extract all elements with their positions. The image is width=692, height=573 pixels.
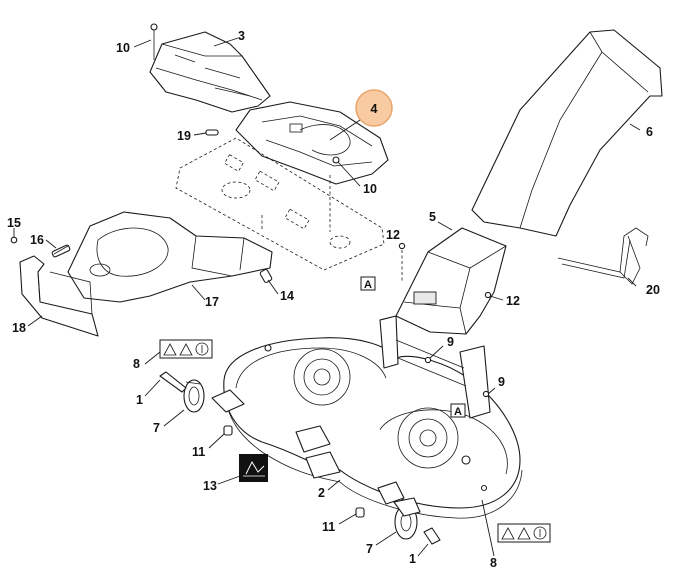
callout-15: 15 xyxy=(7,216,21,230)
callout-12-right: 12 xyxy=(506,294,520,308)
reference-mark-upper: A xyxy=(360,276,376,291)
callout-labels: 10 3 19 10 6 15 16 17 14 18 5 12 12 20 8… xyxy=(7,29,660,570)
reference-mark-text: A xyxy=(364,279,372,291)
callout-11-bottom: 11 xyxy=(322,520,335,534)
callout-10-top: 10 xyxy=(116,41,130,55)
collector-housing-part xyxy=(395,227,507,335)
safety-decal-top xyxy=(159,339,213,359)
screw-12-top xyxy=(398,242,406,282)
callout-18: 18 xyxy=(12,321,26,335)
callout-2: 2 xyxy=(318,486,325,500)
callout-1-right: 1 xyxy=(409,552,416,566)
callout-6: 6 xyxy=(646,125,653,139)
nut-9-left xyxy=(424,356,432,364)
callout-8-bottom: 8 xyxy=(490,556,497,570)
warning-triangle-icon xyxy=(179,343,193,356)
callout-17: 17 xyxy=(205,295,219,309)
screw-15 xyxy=(10,236,18,244)
callout-7-right: 7 xyxy=(366,542,373,556)
reference-mark-text: A xyxy=(454,406,462,418)
top-cover-part xyxy=(149,31,271,113)
mower-decal-13 xyxy=(239,454,268,482)
callout-19: 19 xyxy=(177,129,191,143)
callout-7-left: 7 xyxy=(153,421,160,435)
callout-9-top: 9 xyxy=(447,335,454,349)
screw-14 xyxy=(259,268,273,284)
bolt-10-right xyxy=(332,156,340,164)
callout-4: 4 xyxy=(371,102,378,116)
deflector-part xyxy=(19,255,99,337)
nut-11-left xyxy=(223,425,233,436)
callout-12-top: 12 xyxy=(386,228,400,242)
mounting-plate-outline xyxy=(175,137,385,271)
warning-triangle-icon xyxy=(517,527,531,540)
bolt-top-10 xyxy=(150,23,158,60)
read-manual-icon xyxy=(195,342,209,356)
pin-19 xyxy=(205,129,219,136)
callout-13: 13 xyxy=(203,479,217,493)
callout-16: 16 xyxy=(30,233,44,247)
callout-3: 3 xyxy=(238,29,245,43)
callout-14: 14 xyxy=(280,289,294,303)
side-cover-part xyxy=(235,101,389,185)
safety-decal-bottom xyxy=(497,523,551,543)
wire-bracket-part xyxy=(557,227,649,285)
bolt-1-left xyxy=(159,371,187,393)
discharge-chute-part xyxy=(471,29,663,237)
read-manual-icon xyxy=(533,526,547,540)
callout-5: 5 xyxy=(429,210,436,224)
baffle-part xyxy=(67,211,273,303)
leader-lines xyxy=(13,37,641,557)
mower-deck-part xyxy=(211,315,523,519)
warning-triangle-icon xyxy=(163,343,177,356)
nut-11-bottom xyxy=(355,507,365,518)
spring-pin-16 xyxy=(51,244,71,258)
callout-20: 20 xyxy=(646,283,660,297)
screw-12-right xyxy=(484,291,492,299)
highlighted-callout-4[interactable]: 4 xyxy=(329,89,393,141)
callout-10-cover: 10 xyxy=(363,182,377,196)
highlight-circle xyxy=(355,89,393,127)
callout-9-right: 9 xyxy=(498,375,505,389)
wheel-left xyxy=(183,379,205,413)
reference-mark-lower: A xyxy=(450,403,466,418)
bolt-1-right xyxy=(423,527,441,545)
callout-8-top: 8 xyxy=(133,357,140,371)
wheel-right xyxy=(393,497,421,540)
callout-1-left: 1 xyxy=(136,393,143,407)
nut-9-right xyxy=(482,390,490,398)
warning-triangle-icon xyxy=(501,527,515,540)
callout-11-left: 11 xyxy=(192,445,205,459)
